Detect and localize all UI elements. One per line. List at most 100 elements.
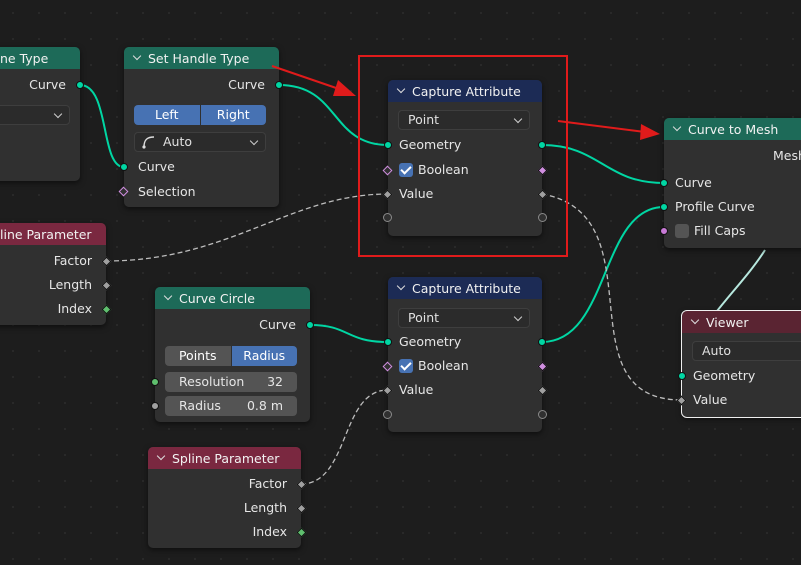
input-boolean-socket[interactable] [382,361,393,372]
right-mode-button[interactable]: Right [199,105,266,125]
circle-mode-toggle[interactable]: Points Radius [165,346,297,366]
left-mode-button[interactable]: Left [134,105,200,125]
handle-type-dropdown[interactable]: Auto [134,132,266,152]
node-title: Viewer [706,314,749,330]
output-factor-socket[interactable] [296,479,307,490]
domain-dropdown[interactable]: Point [398,308,530,328]
output-curve-label: Curve [29,77,66,92]
input-geometry-socket[interactable] [678,372,686,380]
input-value-socket[interactable] [382,189,393,200]
node-header[interactable]: Viewer [682,311,801,333]
curve-label: Curve [675,175,712,190]
collapse-chevron-icon[interactable] [396,283,406,293]
input-curve-socket[interactable] [120,163,128,171]
radius-mode-button[interactable]: Radius [230,346,297,366]
domain-value: Point [408,112,440,127]
boolean-checkbox[interactable] [399,359,413,373]
collapse-chevron-icon[interactable] [163,293,173,303]
node-title: Set Handle Type [148,50,250,66]
collapse-chevron-icon[interactable] [132,53,142,63]
output-geometry-socket[interactable] [538,338,546,346]
spline-type-dropdown[interactable] [0,105,70,125]
output-index-socket[interactable] [296,527,307,538]
wire-set-handle-to-capture-top [278,84,389,146]
node-capture-attribute-top[interactable]: Capture Attribute Point Geometry Boolean… [382,80,548,236]
output-factor-label: Factor [248,476,287,491]
fill-caps-label: Fill Caps [694,223,746,238]
collapse-chevron-icon[interactable] [672,124,682,134]
boolean-checkbox[interactable] [399,163,413,177]
output-curve-socket[interactable] [76,81,84,89]
input-geometry-socket[interactable] [384,338,392,346]
radius-field[interactable]: Radius 0.8 m [165,396,297,416]
collapse-chevron-icon[interactable] [690,317,700,327]
node-header[interactable]: Spline Parameter [148,447,301,469]
node-header[interactable]: Capture Attribute [388,277,542,299]
input-resolution-socket[interactable] [151,378,159,386]
node-header[interactable]: Set Handle Type [124,47,279,69]
node-curve-to-mesh[interactable]: Curve to Mesh Mesh Curve Profile Curve F… [660,118,801,248]
virtual-output-socket[interactable] [538,410,547,419]
input-fill-caps-socket[interactable] [660,227,668,235]
collapse-chevron-icon[interactable] [156,453,166,463]
input-radius-socket[interactable] [151,402,159,410]
output-factor-socket[interactable] [101,256,112,267]
node-header[interactable]: line Parameter [0,223,106,245]
handle-type-value: Auto [163,134,193,149]
output-boolean-socket[interactable] [537,165,548,176]
fill-caps-checkbox[interactable] [675,224,689,238]
input-selection-label: Selection [138,184,196,199]
wire-spline-type-to-set-handle [79,84,125,168]
node-spline-parameter-top[interactable]: line Parameter Factor Length Index [0,223,112,325]
output-index-label: Index [57,301,92,316]
node-header[interactable]: ne Type [0,47,80,69]
node-viewer[interactable]: Viewer Auto Geometry Value [676,310,801,418]
node-curve-circle[interactable]: Curve Circle Curve Points Radius Resolut… [151,287,314,422]
resolution-field[interactable]: Resolution 32 [165,372,297,392]
wire-capture-bottom-to-profile [541,206,665,343]
input-boolean-socket[interactable] [382,165,393,176]
node-spline-parameter-bottom[interactable]: Spline Parameter Factor Length Index [148,447,307,548]
node-header[interactable]: Curve Circle [155,287,310,309]
virtual-input-socket[interactable] [383,213,392,222]
output-boolean-socket[interactable] [537,361,548,372]
input-value-socket[interactable] [382,385,393,396]
value-label: Value [399,186,434,201]
geometry-label: Geometry [399,137,462,152]
input-geometry-socket[interactable] [384,141,392,149]
node-capture-attribute-bottom[interactable]: Capture Attribute Point Geometry Boolean… [382,277,548,432]
output-length-label: Length [48,277,92,292]
radius-value: 0.8 m [246,398,283,413]
input-curve-label: Curve [138,159,175,174]
output-index-socket[interactable] [101,304,112,315]
points-mode-button[interactable]: Points [165,346,231,366]
output-curve-socket[interactable] [306,321,314,329]
output-value-socket[interactable] [537,385,548,396]
node-title: Curve Circle [179,290,255,306]
node-title: Capture Attribute [412,280,521,296]
output-value-socket[interactable] [537,189,548,200]
input-curve-socket[interactable] [660,179,668,187]
input-value-socket[interactable] [676,395,687,406]
handle-side-toggle[interactable]: Left Right [134,105,266,125]
node-header[interactable]: Capture Attribute [388,80,542,102]
output-geometry-socket[interactable] [538,141,546,149]
handle-curve-icon [142,136,155,149]
node-set-handle-type[interactable]: Set Handle Type Curve Left Right Auto Cu… [118,47,283,207]
input-profile-curve-socket[interactable] [660,203,668,211]
value-label: Value [693,392,728,407]
wire-circle-to-capture-bottom [309,324,389,343]
virtual-output-socket[interactable] [538,213,547,222]
collapse-chevron-icon[interactable] [396,86,406,96]
input-selection-socket[interactable] [118,186,129,197]
viewer-domain-dropdown[interactable]: Auto [692,341,801,361]
annotation-arrow-right [557,120,646,133]
output-curve-label: Curve [259,317,296,332]
node-header[interactable]: Curve to Mesh [664,118,801,140]
node-spline-type[interactable]: ne Type Curve [0,47,84,181]
output-length-socket[interactable] [101,280,112,291]
domain-dropdown[interactable]: Point [398,110,530,130]
output-length-socket[interactable] [296,503,307,514]
output-curve-socket[interactable] [275,81,283,89]
virtual-input-socket[interactable] [383,410,392,419]
